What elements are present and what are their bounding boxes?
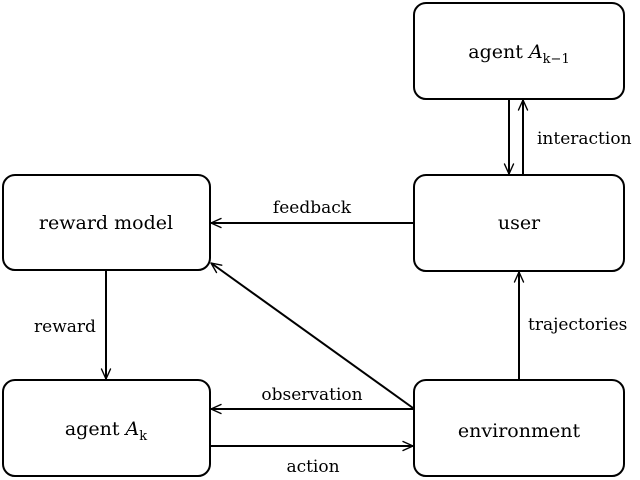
reward-model-box — [2, 174, 211, 271]
environment-box — [413, 379, 625, 477]
environment-to-reward-arrow — [210, 262, 414, 409]
observation-label: observation — [261, 385, 362, 405]
user-label: user — [498, 212, 541, 234]
agent-k-label: agent Ak — [65, 418, 147, 444]
agent-prev-label: agent Ak−1 — [468, 41, 569, 67]
trajectories-label: trajectories — [528, 315, 627, 335]
feedback-label: feedback — [273, 198, 352, 218]
reward-label: reward — [34, 317, 96, 337]
environment-label: environment — [458, 420, 581, 442]
reward-model-label: reward model — [39, 212, 173, 234]
user-box — [413, 174, 625, 272]
action-label: action — [286, 457, 339, 477]
interaction-label: interaction — [537, 129, 632, 149]
agent-k-box — [2, 379, 211, 477]
agent-prev-box — [413, 2, 625, 100]
